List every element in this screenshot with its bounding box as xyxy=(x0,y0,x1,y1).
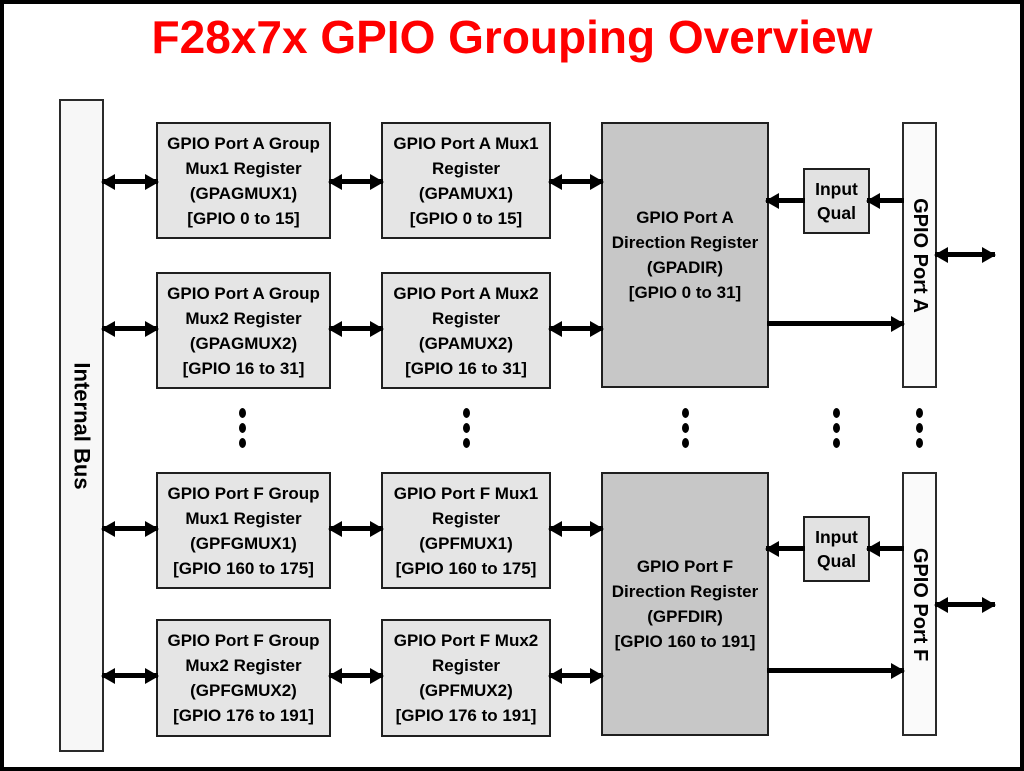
block-line: [GPIO 16 to 31] xyxy=(405,358,527,378)
gpfmux1-block: GPIO Port F Mux1 Register (GPFMUX1) [GPI… xyxy=(381,472,551,589)
block-line: GPIO Port F Mux1 xyxy=(393,483,539,503)
block-line: GPIO Port A xyxy=(636,208,734,227)
arrow-gpfdir-portf xyxy=(767,668,904,673)
page-title: F28x7x GPIO Grouping Overview xyxy=(151,11,873,63)
arrow-gpfmux1-gpfdir xyxy=(549,526,603,531)
arrow-portf-external xyxy=(935,602,995,607)
block-line: Input xyxy=(815,527,858,547)
ellipsis-direction-column xyxy=(681,408,689,448)
gpagmux2-block: GPIO Port A Group Mux2 Register (GPAGMUX… xyxy=(156,272,331,389)
block-line: (GPFDIR) xyxy=(647,607,723,626)
block-line: Qual xyxy=(817,551,856,571)
block-line: [GPIO 160 to 175] xyxy=(395,558,537,578)
gpio-port-a-label: GPIO Port A xyxy=(909,197,932,313)
block-line: (GPAMUX1) xyxy=(418,183,514,203)
block-line: [GPIO 176 to 191] xyxy=(395,706,537,725)
internal-bus-label: Internal Bus xyxy=(69,361,95,490)
block-line: GPIO Port A Group xyxy=(167,133,320,153)
block-line: [GPIO 0 to 15] xyxy=(409,208,523,228)
block-line: Direction Register xyxy=(611,233,759,252)
arrow-gpadir-porta xyxy=(767,321,904,326)
block-line: (GPFGMUX2) xyxy=(190,681,297,700)
block-line: GPIO Port A Mux1 xyxy=(393,133,539,153)
block-line: Register xyxy=(431,158,501,178)
block-line: Register xyxy=(431,308,501,328)
block-line: (GPFGMUX1) xyxy=(190,533,297,553)
block-line: [GPIO 160 to 175] xyxy=(173,558,314,578)
gpamux1-block: GPIO Port A Mux1 Register (GPAMUX1) [GPI… xyxy=(381,122,551,239)
arrow-portf-inputqual xyxy=(867,546,904,551)
block-line: GPIO Port F Mux2 xyxy=(393,631,539,650)
internal-bus-block: Internal Bus xyxy=(59,99,104,752)
block-line: Qual xyxy=(817,203,856,223)
block-line: Mux2 Register xyxy=(185,656,302,675)
block-line: Direction Register xyxy=(611,582,759,601)
input-qual-a-block: Input Qual xyxy=(803,168,870,234)
arrow-inputqual-gpadir xyxy=(766,198,805,203)
block-line: Register xyxy=(431,656,501,675)
gpfgmux1-block: GPIO Port F Group Mux1 Register (GPFGMUX… xyxy=(156,472,331,589)
arrow-porta-inputqual xyxy=(867,198,904,203)
block-line: GPIO Port F Group xyxy=(167,483,320,503)
gpagmux1-block: GPIO Port A Group Mux1 Register (GPAGMUX… xyxy=(156,122,331,239)
gpfmux2-block: GPIO Port F Mux2 Register (GPFMUX2) [GPI… xyxy=(381,619,551,737)
input-qual-f-block: Input Qual xyxy=(803,516,870,582)
gpio-port-a-block: GPIO Port A xyxy=(902,122,937,388)
block-line: [GPIO 160 to 191] xyxy=(614,632,756,651)
arrow-gpamux2-gpadir xyxy=(549,326,603,331)
block-line: GPIO Port F Group xyxy=(167,631,320,650)
ellipsis-mux-column xyxy=(462,408,470,448)
ellipsis-port-column xyxy=(915,408,923,448)
gpamux2-block: GPIO Port A Mux2 Register (GPAMUX2) [GPI… xyxy=(381,272,551,389)
ellipsis-inputqual-column xyxy=(832,408,840,448)
block-line: GPIO Port A Mux2 xyxy=(393,283,539,303)
arrow-bus-gpagmux2 xyxy=(102,326,158,331)
arrow-bus-gpagmux1 xyxy=(102,179,158,184)
gpadir-block: GPIO Port A Direction Register (GPADIR) … xyxy=(601,122,769,388)
arrow-gpfgmux2-gpfmux2 xyxy=(329,673,383,678)
block-line: [GPIO 16 to 31] xyxy=(182,358,305,378)
block-line: (GPAGMUX1) xyxy=(189,183,298,203)
block-line: Register xyxy=(431,508,501,528)
block-line: Input xyxy=(815,179,858,199)
block-line: Mux1 Register xyxy=(185,508,302,528)
block-line: (GPFMUX1) xyxy=(419,533,513,553)
arrow-gpfgmux1-gpfmux1 xyxy=(329,526,383,531)
arrow-bus-gpfgmux2 xyxy=(102,673,158,678)
arrow-porta-external xyxy=(935,252,995,257)
gpio-port-f-block: GPIO Port F xyxy=(902,472,937,736)
arrow-gpagmux2-gpamux2 xyxy=(329,326,383,331)
block-line: (GPADIR) xyxy=(646,258,724,277)
block-line: [GPIO 0 to 15] xyxy=(187,208,300,228)
ellipsis-groupmux-column xyxy=(238,408,246,448)
arrow-inputqual-gpfdir xyxy=(766,546,805,551)
arrow-gpamux1-gpadir xyxy=(549,179,603,184)
gpfgmux2-block: GPIO Port F Group Mux2 Register (GPFGMUX… xyxy=(156,619,331,737)
block-line: [GPIO 0 to 31] xyxy=(628,283,742,302)
gpfdir-block: GPIO Port F Direction Register (GPFDIR) … xyxy=(601,472,769,736)
block-line: Mux1 Register xyxy=(185,158,302,178)
gpio-port-f-label: GPIO Port F xyxy=(909,547,931,661)
block-line: (GPFMUX2) xyxy=(419,681,513,700)
arrow-gpfmux2-gpfdir xyxy=(549,673,603,678)
block-line: GPIO Port A Group xyxy=(167,283,320,303)
block-line: [GPIO 176 to 191] xyxy=(173,706,314,725)
block-line: (GPAMUX2) xyxy=(418,333,514,353)
block-line: Mux2 Register xyxy=(185,308,302,328)
block-line: GPIO Port F xyxy=(636,557,734,576)
arrow-bus-gpfgmux1 xyxy=(102,526,158,531)
arrow-gpagmux1-gpamux1 xyxy=(329,179,383,184)
block-line: (GPAGMUX2) xyxy=(189,333,298,353)
